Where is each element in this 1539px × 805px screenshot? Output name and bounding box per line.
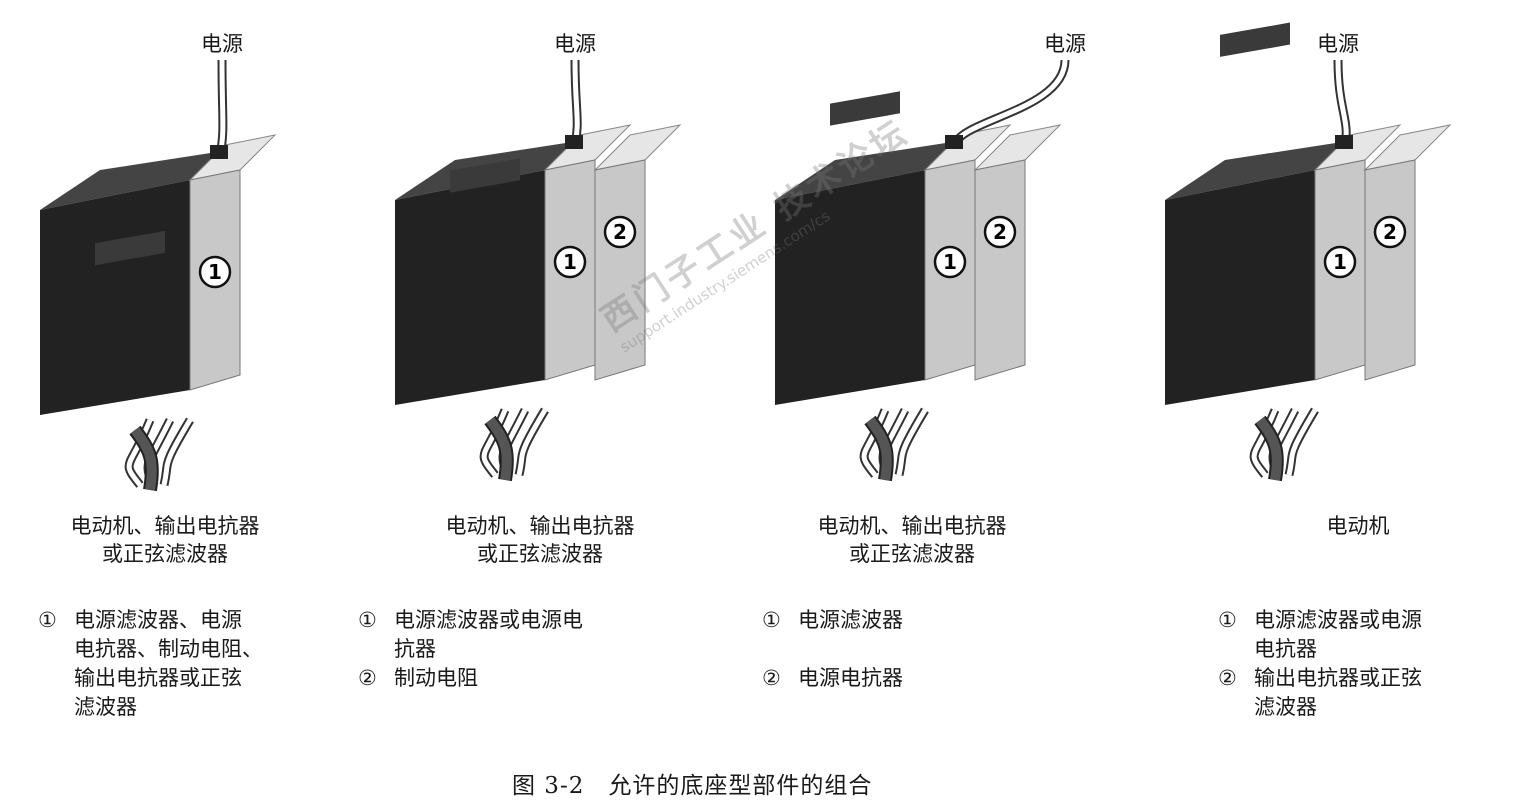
legend-number: ① xyxy=(38,608,57,632)
legend: ① 电源滤波器或电源电抗器 ② 输出电抗器或正弦滤波器 xyxy=(1218,606,1422,722)
drive-top-face xyxy=(775,140,965,200)
legend: ① 电源滤波器 ② 电源电抗器 xyxy=(762,606,903,693)
module-number-circle xyxy=(983,215,1017,249)
legend-text: 滤波器 xyxy=(1254,695,1317,719)
power-label: 电源 xyxy=(554,32,596,56)
module-number-circle xyxy=(603,215,637,249)
power-label: 电源 xyxy=(1044,32,1086,56)
legend-number: ② xyxy=(1218,666,1237,690)
output-cables xyxy=(124,417,194,492)
legend-item: ② 电源电抗器 xyxy=(762,664,903,693)
drive-body xyxy=(40,180,190,415)
output-label: 或正弦滤波器 xyxy=(477,542,603,566)
module-number: 1 xyxy=(943,250,957,274)
module-number: 1 xyxy=(208,260,222,284)
drive-top-face xyxy=(1165,140,1355,200)
legend-text: 电源滤波器或电源电 xyxy=(394,608,583,632)
module-2 xyxy=(1364,159,1416,381)
device-assembly-1: 1 xyxy=(40,59,277,492)
power-connector xyxy=(945,135,963,149)
legend-item: ② 制动电阻 xyxy=(358,664,583,693)
legend-number: ① xyxy=(762,608,781,632)
power-connector xyxy=(565,135,583,149)
module-number-circle xyxy=(553,245,587,279)
legend-number: ① xyxy=(1218,608,1237,632)
output-cables xyxy=(859,407,929,482)
module-number-circle xyxy=(198,255,232,289)
device-assembly-2: 12 xyxy=(395,59,682,482)
output-label: 电动机、输出电抗器 xyxy=(70,514,260,538)
module-number-circle xyxy=(933,245,967,279)
drive-display xyxy=(830,91,900,126)
output-label: 或正弦滤波器 xyxy=(102,542,228,566)
power-connector xyxy=(210,145,228,159)
legend-text: 抗器 xyxy=(394,637,436,661)
module-number: 1 xyxy=(1333,250,1347,274)
module-number: 2 xyxy=(993,220,1007,244)
legend-number: ① xyxy=(358,608,377,632)
module-number-circle xyxy=(1373,215,1407,249)
power-label: 电源 xyxy=(1317,32,1359,56)
output-cables xyxy=(1249,407,1319,482)
legend-item: ① 电源滤波器 xyxy=(762,606,903,635)
device-assembly-3: 12 xyxy=(775,59,1070,482)
figure-caption: 图 3-2 允许的底座型部件的组合 xyxy=(512,773,873,799)
legend-item: ① 电源滤波器、电源电抗器、制动电阻、输出电抗器或正弦滤波器 xyxy=(38,606,263,722)
drive-body xyxy=(1165,170,1315,405)
legend-item: ① 电源滤波器或电源电抗器 xyxy=(358,606,583,664)
legend-text: 电抗器 xyxy=(1254,637,1317,661)
power-label: 电源 xyxy=(201,32,243,56)
module-number: 2 xyxy=(1383,220,1397,244)
legend: ① 电源滤波器、电源电抗器、制动电阻、输出电抗器或正弦滤波器 xyxy=(38,606,263,722)
output-label: 或正弦滤波器 xyxy=(849,542,975,566)
drive-body xyxy=(775,170,925,405)
legend-text: 滤波器 xyxy=(74,695,137,719)
drive-top-face xyxy=(40,150,230,210)
legend-text: 输出电抗器或正弦 xyxy=(1254,666,1422,690)
legend-text: 制动电阻 xyxy=(394,666,478,690)
legend-text: 输出电抗器或正弦 xyxy=(74,666,242,690)
drive-display xyxy=(450,158,520,193)
output-label: 电动机 xyxy=(1326,514,1390,538)
module-number: 2 xyxy=(613,220,627,244)
legend-number: ② xyxy=(358,666,377,690)
output-label: 电动机、输出电抗器 xyxy=(445,514,635,538)
output-label: 电动机、输出电抗器 xyxy=(817,514,1007,538)
legend-text: 电源滤波器或电源 xyxy=(1254,608,1422,632)
legend-text: 电源滤波器 xyxy=(798,608,903,632)
legend-text: 电源滤波器、电源 xyxy=(74,608,242,632)
output-cables xyxy=(479,407,549,482)
legend-text: 电源电抗器 xyxy=(798,666,903,690)
module-2 xyxy=(594,159,646,381)
device-assembly-4: 12 xyxy=(1165,22,1452,482)
drive-body xyxy=(395,170,545,405)
legend-item: ② 输出电抗器或正弦滤波器 xyxy=(1218,664,1422,722)
module-number: 1 xyxy=(563,250,577,274)
module-2 xyxy=(974,159,1026,381)
legend: ① 电源滤波器或电源电抗器 ② 制动电阻 xyxy=(358,606,583,693)
drive-display xyxy=(1220,22,1290,57)
legend-number: ② xyxy=(762,666,781,690)
legend-item: ① 电源滤波器或电源电抗器 xyxy=(1218,606,1422,664)
power-connector xyxy=(1335,135,1353,149)
drive-display xyxy=(95,230,165,266)
legend-text: 电抗器、制动电阻、 xyxy=(74,637,263,661)
module-number-circle xyxy=(1323,245,1357,279)
